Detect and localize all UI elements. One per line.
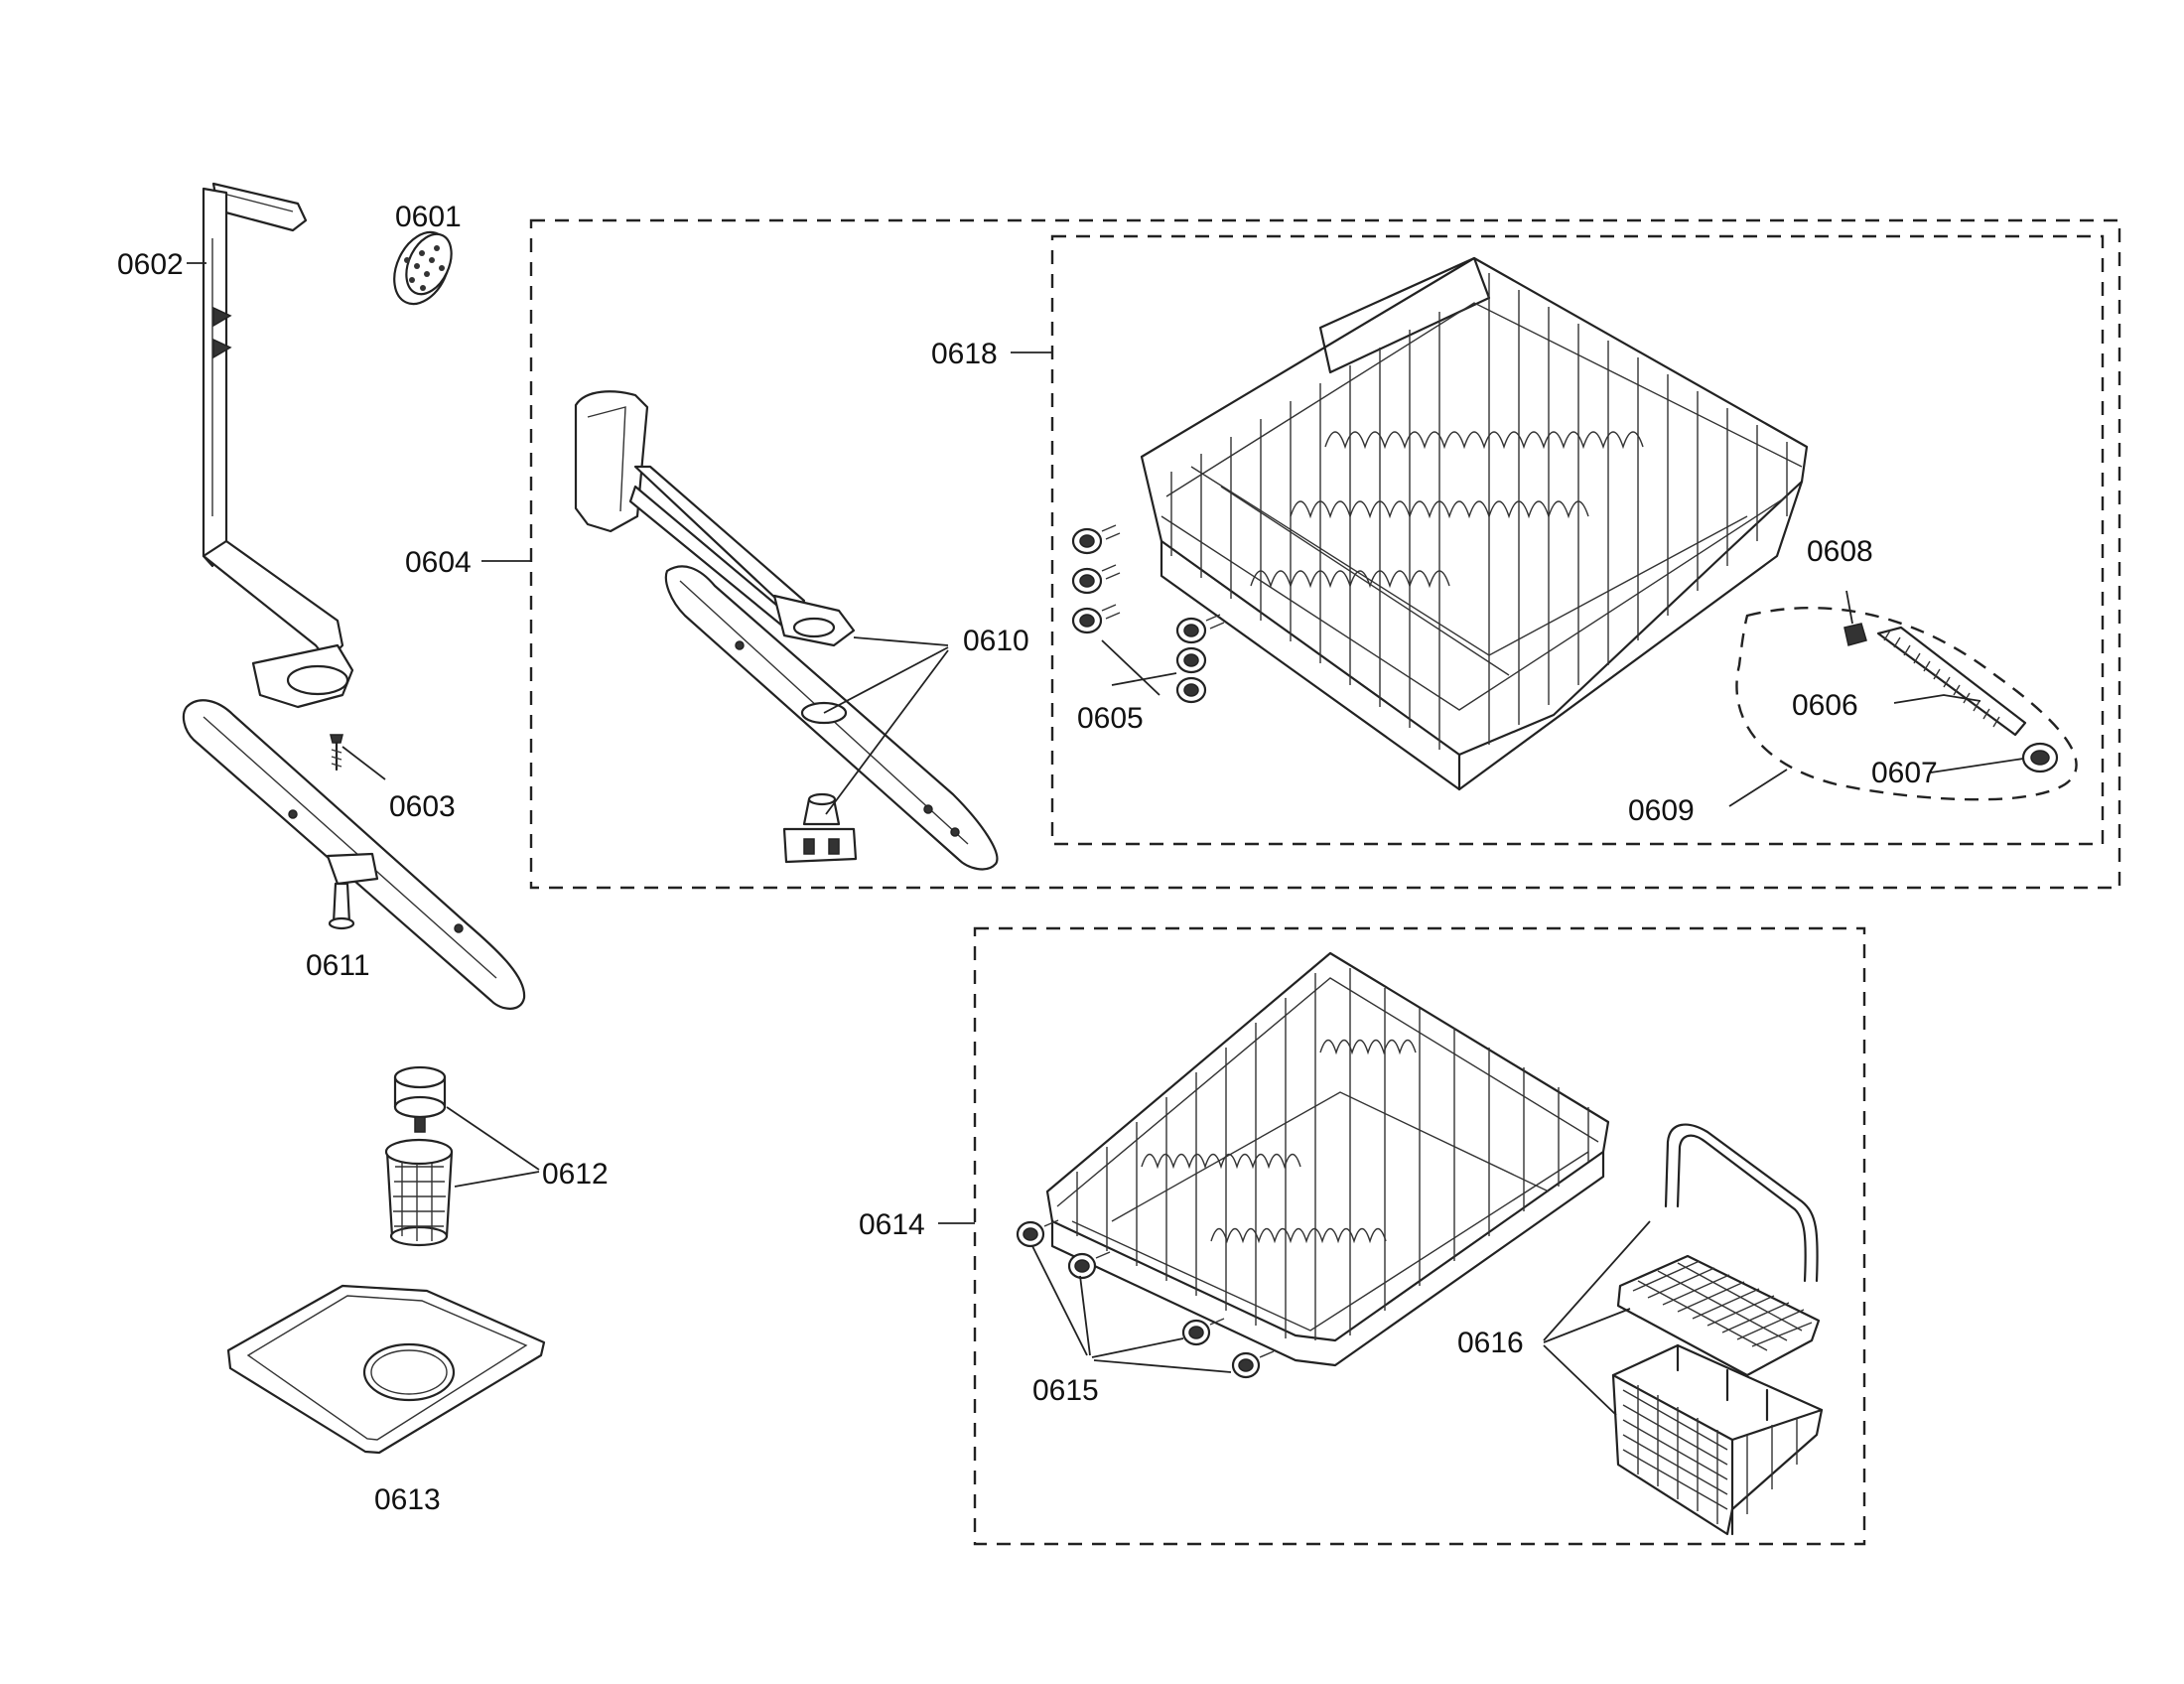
lower-rack-wheels-0615 xyxy=(1016,1219,1275,1379)
leader-lines xyxy=(187,262,2024,1416)
basket-handle xyxy=(1664,1123,1819,1283)
upper-wheel-3 xyxy=(1071,604,1121,634)
filter-plate-0613 xyxy=(226,1284,546,1455)
clip-0608 xyxy=(1843,623,1867,646)
group-boxes xyxy=(529,218,2121,1546)
label-0605: 0605 xyxy=(1077,702,1144,735)
lower-spray-arm-0611 xyxy=(182,699,526,1010)
upper-rack-0618 xyxy=(1140,256,1809,791)
label-0611: 0611 xyxy=(306,949,370,982)
label-0615: 0615 xyxy=(1032,1374,1099,1407)
filter-set-0612 xyxy=(384,1065,454,1247)
spray-arm-group-box xyxy=(529,218,2121,890)
lower-rack-wires xyxy=(1056,968,1599,1340)
lower-wheel-2 xyxy=(1067,1251,1111,1280)
lower-wheel-4 xyxy=(1231,1350,1275,1379)
part-labels: 0601 0602 0603 0604 0605 0606 0607 0608 … xyxy=(117,201,1938,1516)
lower-wheel-3 xyxy=(1181,1318,1225,1346)
upper-wheel-6 xyxy=(1175,676,1207,704)
label-0603: 0603 xyxy=(389,790,456,823)
label-0606: 0606 xyxy=(1792,689,1858,722)
spray-pipe-0602 xyxy=(202,182,354,709)
label-0604: 0604 xyxy=(405,546,472,579)
label-0616: 0616 xyxy=(1457,1327,1524,1359)
rack-adjuster-0609 xyxy=(1843,623,2059,773)
upper-rack-wires xyxy=(1160,273,1803,750)
rail-0606 xyxy=(1876,626,2027,737)
screw-0603 xyxy=(330,734,343,772)
lower-rack-0614 xyxy=(1045,951,1610,1367)
upper-spray-arm-0604 xyxy=(574,390,999,871)
label-0608: 0608 xyxy=(1807,535,1873,568)
label-0610: 0610 xyxy=(963,625,1029,657)
upper-wheel-1 xyxy=(1071,524,1121,555)
cutlery-basket-0616 xyxy=(1611,1123,1824,1536)
label-0601: 0601 xyxy=(395,201,462,233)
label-0612: 0612 xyxy=(542,1158,609,1191)
upper-wheel-2 xyxy=(1071,564,1121,595)
wheel-0607 xyxy=(2021,742,2059,773)
label-0614: 0614 xyxy=(859,1208,925,1241)
basket-lid xyxy=(1616,1254,1821,1377)
lower-rack-group-box xyxy=(973,926,1866,1546)
rack-adjuster-group-outline xyxy=(1735,607,2078,801)
upper-rack-group-box xyxy=(1050,234,2105,846)
label-0618: 0618 xyxy=(931,338,998,370)
label-0607: 0607 xyxy=(1871,757,1938,789)
label-0609: 0609 xyxy=(1628,794,1695,827)
filter-cap-0601 xyxy=(393,230,453,306)
lower-wheel-1 xyxy=(1016,1219,1059,1248)
upper-rack-wheels-0605 xyxy=(1071,524,1225,704)
label-0613: 0613 xyxy=(374,1483,441,1516)
upper-wheel-4 xyxy=(1175,614,1225,644)
label-0602: 0602 xyxy=(117,248,184,281)
upper-wheel-5 xyxy=(1175,646,1207,674)
